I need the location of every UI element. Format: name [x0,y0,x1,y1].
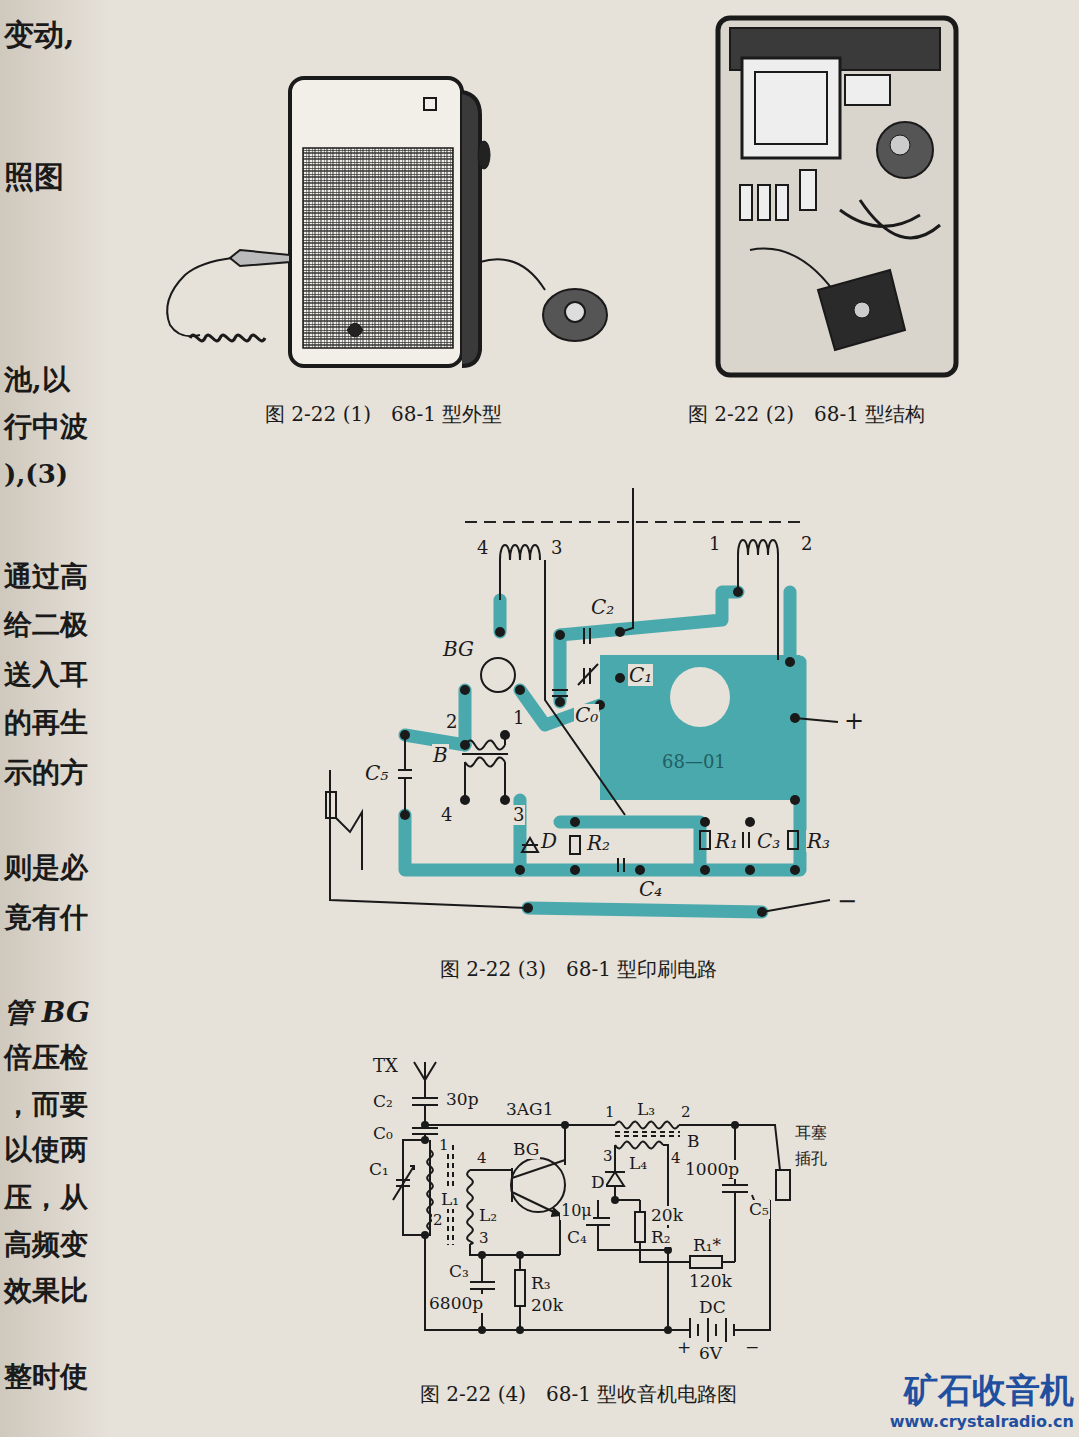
part-label: BG [512,1140,540,1159]
part-label: 4 [476,1150,488,1167]
part-label: D [540,830,558,852]
printed-circuit [326,488,838,917]
part-label: 6V [698,1344,723,1363]
watermark: www.crystalradio.cn [890,1413,1074,1431]
part-label: 3 [602,1148,614,1165]
junction-dots [421,1121,739,1334]
part-label: 2 [800,534,813,554]
part-label: 耳塞 [794,1124,828,1142]
body-text: 示的方 [4,758,88,789]
part-label: 1 [438,1137,450,1154]
body-text: 整时使 [4,1362,88,1393]
part-label: 1000p [684,1160,740,1179]
part-label: R₃ [806,830,831,852]
part-label: 4 [440,805,453,825]
part-label: TX [372,1056,399,1076]
part-label: B [432,744,449,766]
body-text: 行中波 [4,412,88,443]
body-text: 送入耳 [4,660,88,691]
body-text: 变动, [4,18,74,51]
part-label: C₂ [372,1092,394,1111]
body-text: 竟有什 [4,903,88,934]
part-label: 1 [708,534,721,554]
part-label: DC [698,1298,727,1317]
part-label: C₅ [364,762,389,784]
part-label: 4 [476,538,489,558]
body-text: ，而要 [4,1090,88,1121]
radio-exterior [167,78,607,366]
body-text: 照图 [4,160,64,193]
part-label: − [744,1338,760,1357]
part-label: 2 [432,1212,444,1229]
part-label: 3 [478,1230,490,1247]
part-label: 10μ [560,1202,593,1220]
part-label: L₂ [478,1206,498,1225]
part-label: 1 [512,708,525,728]
part-label: C₄ [566,1228,588,1247]
body-text: 通过高 [4,562,88,593]
body-text: 池,以 [4,365,70,396]
body-text: 压，从 [4,1183,88,1214]
part-label: 120k [688,1272,733,1291]
part-label: R₃ [530,1274,552,1293]
part-label: B [686,1132,701,1151]
part-label: + [843,708,865,734]
body-text: 倍压检 [4,1043,88,1074]
part-label: C₀ [372,1124,394,1143]
figure-caption: 图 2-22 (4) 68-1 型收音机电路图 [420,1383,737,1405]
schematic [393,1062,790,1342]
part-label: C₃ [448,1262,470,1281]
part-label: 30p [445,1090,480,1109]
figure-caption: 图 2-22 (2) 68-1 型结构 [688,403,925,425]
part-label: 68—01 [660,752,728,772]
body-text: 效果比 [4,1276,88,1307]
part-label: L₃ [636,1100,656,1119]
figure-caption: 图 2-22 (3) 68-1 型印刷电路 [440,958,717,980]
part-label: C₀ [574,704,599,726]
part-label: R₁* [692,1236,722,1255]
part-label: 3 [550,538,563,558]
part-label: C₄ [638,878,663,900]
body-text: ),(3) [4,460,68,489]
part-label: 20k [530,1296,564,1315]
part-label: C₁ [628,664,653,686]
part-label: 2 [445,712,458,732]
body-text: 的再生 [4,708,88,739]
figure-caption: 图 2-22 (1) 68-1 型外型 [265,403,502,425]
part-label: 2 [680,1104,692,1121]
part-label: C₂ [590,596,615,618]
part-label: R₁ [714,830,739,852]
part-label: R₂ [586,832,611,854]
body-text: 管 BG [4,998,90,1029]
page-shadow [0,0,110,1437]
body-text: 给二极 [4,610,88,641]
part-label: R₂ [650,1228,672,1247]
part-label: 20k [650,1206,684,1225]
part-label: + [676,1338,692,1357]
part-label: 6800p [428,1294,484,1313]
part-label: C₅ [748,1200,770,1219]
part-label: C₃ [756,830,781,852]
part-label: D [590,1173,606,1192]
part-label: 3AG1 [505,1100,555,1119]
part-label: BG [442,638,475,660]
body-text: 高频变 [4,1230,88,1261]
watermark: 矿石收音机 [904,1372,1074,1409]
part-label: C₁ [368,1160,390,1179]
part-label: L₁ [440,1190,460,1209]
part-label: 1 [604,1104,616,1121]
part-label: 4 [670,1150,682,1167]
radio-interior [718,18,956,375]
part-label: 3 [512,805,525,825]
body-text: 则是必 [4,853,88,884]
part-label: 插孔 [794,1150,828,1168]
part-label: − [836,888,858,914]
body-text: 以使两 [4,1135,88,1166]
part-label: L₄ [628,1154,648,1173]
